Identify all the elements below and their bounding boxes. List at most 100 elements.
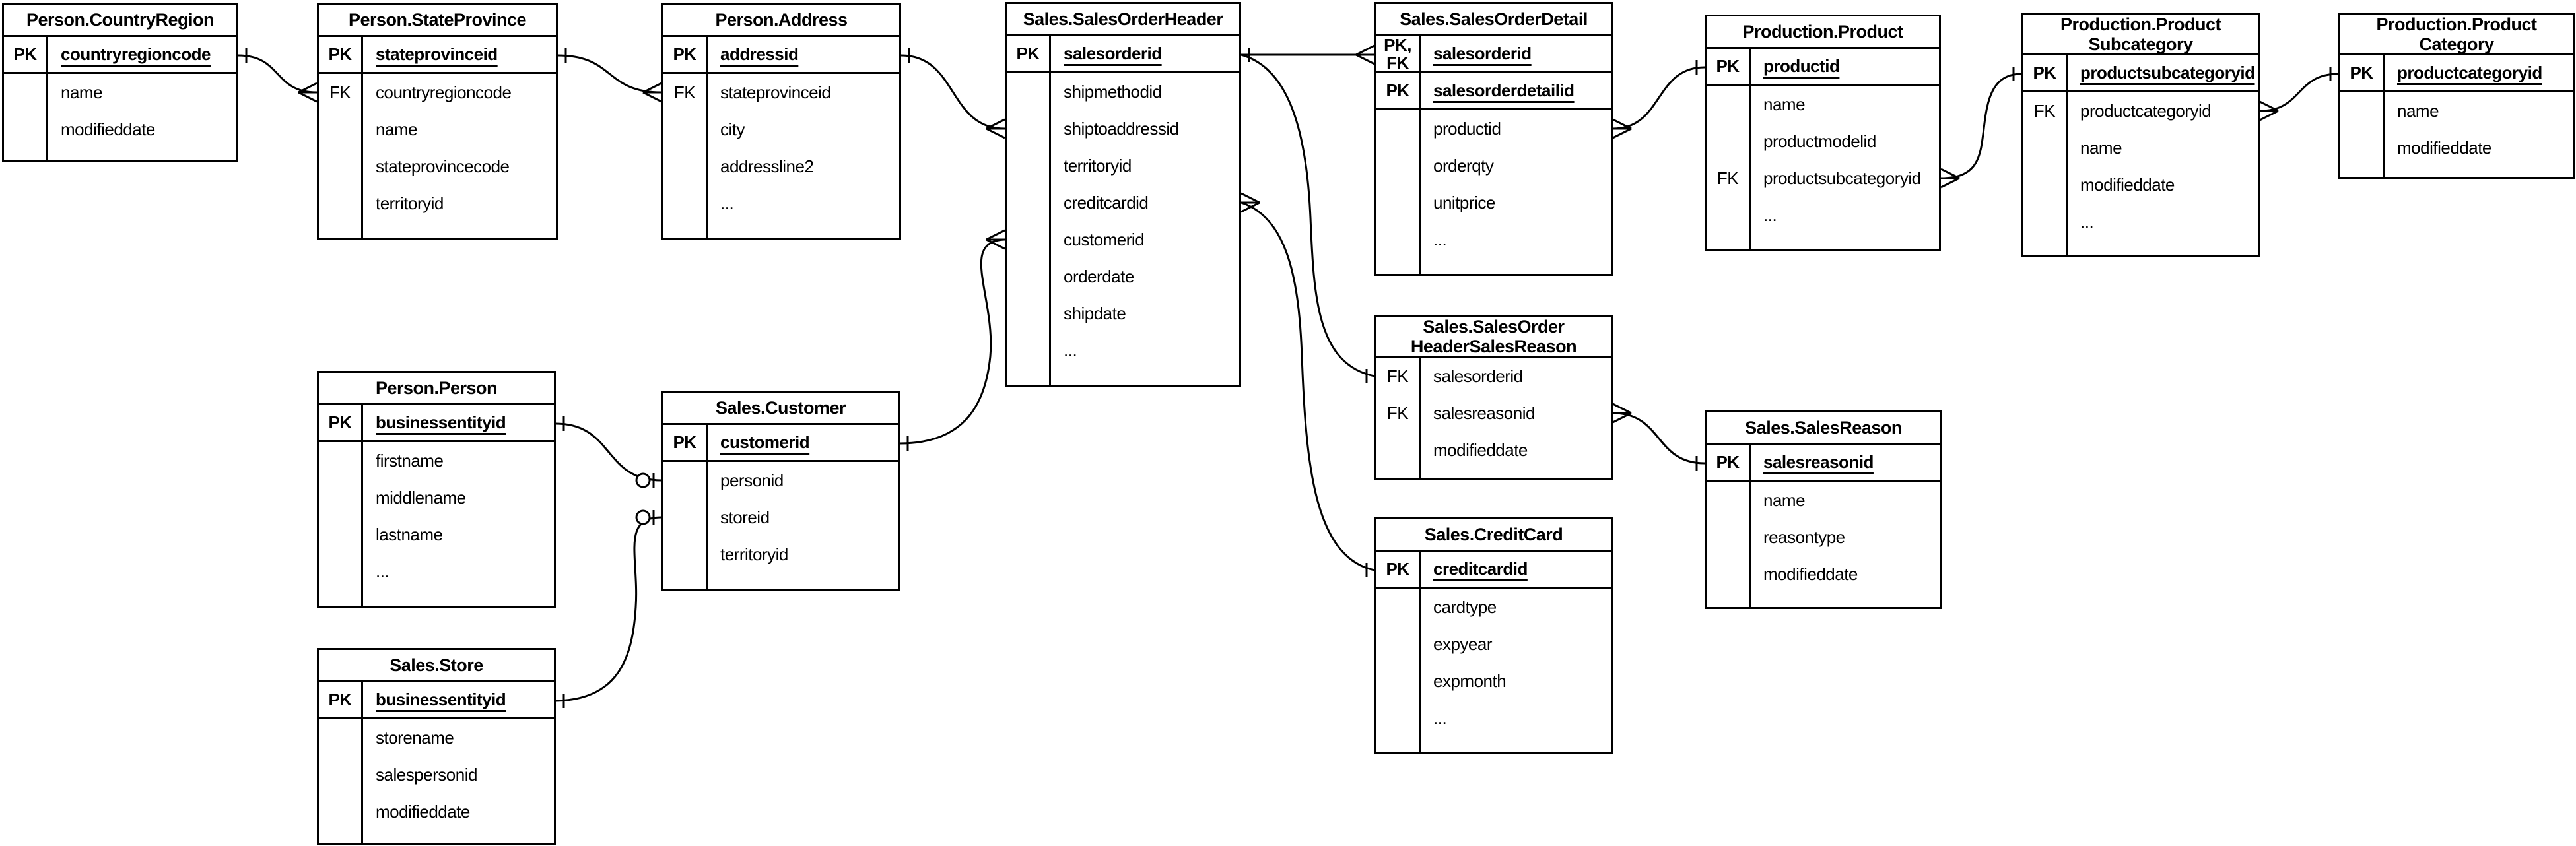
key-column-divider	[361, 405, 363, 606]
column-name: countryregioncode	[376, 82, 512, 102]
many-crow-foot-marker	[1612, 118, 1632, 130]
many-crow-foot-marker	[1355, 44, 1375, 56]
connector-countryregion-stateprovince[interactable]	[238, 54, 318, 94]
table-bottom-padding	[4, 148, 236, 160]
connector-productcategory-productsubcategory[interactable]	[2259, 73, 2339, 112]
column-row: shipdate	[1007, 295, 1239, 332]
column-row: personid	[663, 462, 898, 499]
column-name: salesreasonid	[1433, 403, 1535, 423]
table-title-line: Sales.SalesOrderHeader	[1023, 9, 1223, 29]
column-name: firstname	[376, 450, 444, 471]
many-crow-foot-marker	[298, 91, 318, 103]
column-name: middlename	[376, 487, 466, 507]
connector-store-customer[interactable]	[555, 516, 662, 702]
column-name: salespersonid	[376, 764, 477, 785]
table-title-line: HeaderSalesReason	[1410, 337, 1577, 356]
column-row: ...	[663, 185, 899, 222]
column-name: modifieddate	[1763, 564, 1858, 584]
many-crow-foot-marker	[1612, 412, 1632, 424]
column-name: territoryid	[720, 544, 788, 564]
column-name: orderqty	[1433, 155, 1494, 176]
table-title-line: Sales.Store	[390, 655, 483, 675]
many-crow-foot-marker	[986, 127, 1005, 139]
table-title-line: Subcategory	[2088, 34, 2193, 54]
table-bottom-padding	[1376, 736, 1611, 752]
many-crow-foot-marker	[1355, 53, 1375, 65]
table-title: Person.Person	[319, 373, 554, 405]
column-row: territoryid	[663, 536, 898, 573]
key-indicator: PK	[328, 412, 352, 432]
key-indicator: PK	[13, 44, 37, 64]
table-bottom-padding	[663, 573, 898, 589]
connector-customer-salesorderheader[interactable]	[899, 238, 1005, 445]
key-column-divider	[1419, 552, 1421, 752]
table-bottom-padding	[2023, 240, 2258, 255]
column-name: creditcardid	[1433, 559, 1528, 579]
table-bottom-padding	[1007, 369, 1239, 385]
connector-salesreason-salesorderheadersalesreason[interactable]	[1612, 412, 1705, 465]
table-title-line: Person.StateProvince	[348, 10, 527, 30]
many-crow-foot-marker	[986, 118, 1005, 130]
column-name: territoryid	[1064, 155, 1132, 176]
column-row: salespersonid	[319, 756, 554, 793]
table-bottom-padding	[663, 222, 899, 238]
column-name: modifieddate	[2397, 137, 2491, 158]
table-title-line: Person.Address	[715, 10, 848, 30]
key-column-divider	[706, 37, 708, 238]
table-title: Sales.CreditCard	[1376, 519, 1611, 552]
connector-product-salesorderdetail[interactable]	[1612, 66, 1705, 130]
column-name: businessentityid	[376, 690, 506, 709]
key-indicator: PK	[1716, 452, 1740, 472]
connector-productsubcategory-product[interactable]	[1940, 73, 2022, 179]
connector-stateprovince-address[interactable]	[557, 54, 662, 94]
table-title: Person.CountryRegion	[4, 5, 236, 37]
column-name: ...	[1433, 229, 1447, 249]
column-name: expmonth	[1433, 670, 1507, 691]
connector-address-salesorderheader[interactable]	[900, 54, 1005, 130]
key-indicator: PK	[1386, 81, 1409, 100]
column-name: ...	[1064, 340, 1077, 360]
column-name: productcategoryid	[2397, 63, 2542, 82]
table-bottom-padding	[319, 830, 554, 843]
column-row: ...	[1007, 332, 1239, 369]
many-crow-foot-marker	[642, 91, 662, 103]
connector-salesorderheader-salesorderheadersalesreason[interactable]	[1240, 53, 1375, 377]
key-indicator: PK	[673, 432, 696, 452]
column-row: modifieddate	[1376, 432, 1611, 469]
column-name: shipmethodid	[1064, 81, 1162, 102]
connector-creditcard-salesorderheader[interactable]	[1240, 201, 1375, 571]
column-name: modifieddate	[1433, 439, 1528, 460]
connector-person-customer[interactable]	[555, 422, 662, 482]
column-row: middlename	[319, 479, 554, 516]
column-name: modifieddate	[376, 801, 470, 822]
many-crow-foot-marker	[298, 82, 318, 94]
column-row: customerid	[1007, 221, 1239, 258]
column-row: city	[663, 111, 899, 148]
column-row: modifieddate	[319, 793, 554, 830]
column-row: name	[1707, 482, 1940, 519]
